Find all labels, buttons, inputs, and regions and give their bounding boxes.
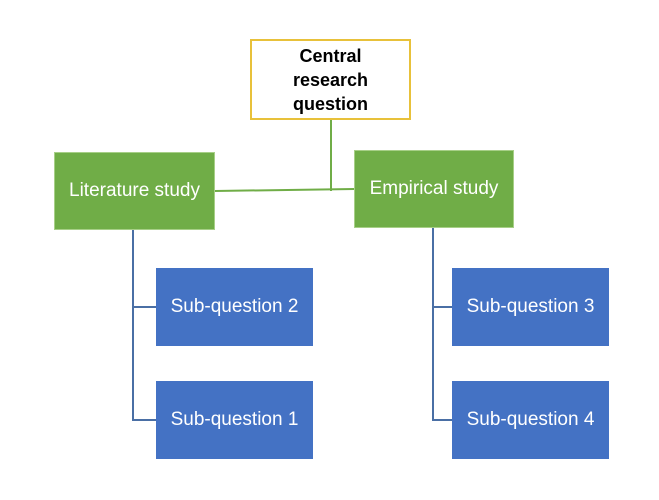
literature-study-label: Literature study: [69, 180, 200, 201]
literature-study-box: Literature study: [54, 152, 215, 230]
branch-connector: [214, 188, 355, 192]
empirical-connector-sub3: [432, 228, 452, 308]
sub-question-2-label: Sub-question 2: [170, 296, 299, 317]
sub-question-4-label: Sub-question 4: [466, 409, 595, 430]
sub-question-3-box: Sub-question 3: [452, 268, 609, 346]
sub-question-1-label: Sub-question 1: [170, 409, 299, 430]
sub-question-1-box: Sub-question 1: [156, 381, 313, 459]
literature-connector-sub1: [132, 307, 156, 421]
sub-question-3-label: Sub-question 3: [466, 296, 595, 317]
empirical-study-label: Empirical study: [369, 178, 499, 199]
literature-connector-sub2: [132, 230, 156, 308]
sub-question-2-box: Sub-question 2: [156, 268, 313, 346]
empirical-connector-sub4: [432, 307, 452, 421]
central-research-question-box: Central research question: [250, 39, 411, 120]
central-research-question-label: Central research question: [292, 45, 369, 114]
empirical-study-box: Empirical study: [354, 150, 514, 228]
sub-question-4-box: Sub-question 4: [452, 381, 609, 459]
